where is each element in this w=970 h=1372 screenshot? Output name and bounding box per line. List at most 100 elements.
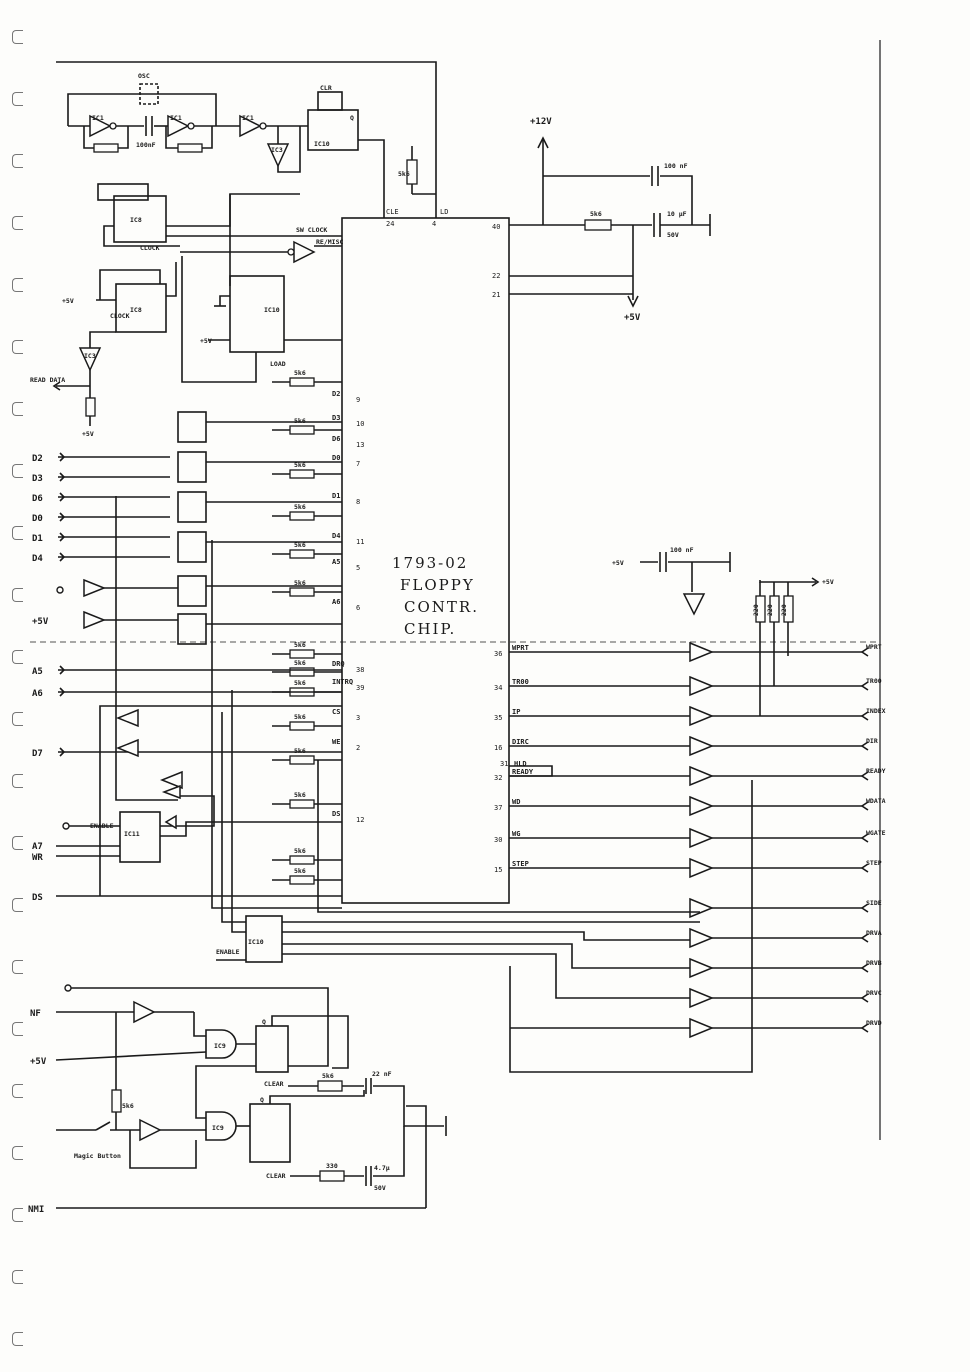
chip-left-pin-sig: D6 <box>332 435 340 443</box>
ff-ic8-mid-clock: CLOCK <box>110 312 130 320</box>
chip-left-pin-sig: D4 <box>332 532 340 540</box>
decoder-ic10-in-a <box>221 712 246 923</box>
chip-left-pin-sig: D3 <box>332 414 340 422</box>
chip-left-pin-num: 7 <box>356 460 360 468</box>
and-gate-2 <box>205 1111 237 1141</box>
binder-hole <box>12 340 23 354</box>
select-driver <box>689 957 714 979</box>
pin40-res-label: 5k6 <box>590 210 602 218</box>
chip-left-pin-num: 38 <box>356 666 364 674</box>
pullup-resistor-value: 5k6 <box>294 847 306 855</box>
pullup-resistor-value: 5k6 <box>294 713 306 721</box>
osc-ic3-label: IC1 <box>242 114 254 122</box>
bus-input-label: D3 <box>32 474 43 484</box>
cap-bypass-value-a: 10 µF <box>667 210 687 218</box>
pullup-resistor <box>289 755 315 765</box>
select-driver-arrow <box>860 963 869 973</box>
chip-left-pin-num: 10 <box>356 420 364 428</box>
chip-left-pin-sig: A6 <box>332 598 340 606</box>
driver-output-label: DIR <box>866 737 878 745</box>
osc-res-2-leads-b <box>202 126 213 149</box>
driver-output-arrow <box>860 741 869 751</box>
chip-right-pin-num: 34 <box>494 684 502 692</box>
chip-top-pin-cle: CLE <box>386 208 399 216</box>
pullup-resistor <box>289 721 315 731</box>
decoder-ic10-out4 <box>282 953 690 999</box>
binder-hole <box>12 836 23 850</box>
chip-line-4: CHIP. <box>404 620 456 638</box>
chip-right-pin-num: 35 <box>494 714 502 722</box>
shift-reg-ic <box>229 275 285 353</box>
cap-b-value: 4.7µ <box>374 1164 390 1172</box>
pin40-resistor <box>584 219 612 231</box>
cap-a-out <box>373 1085 444 1127</box>
chip-left-pin-num: 9 <box>356 396 360 404</box>
cap-c-value: 50V <box>374 1184 386 1192</box>
chip-top-pin-24: 24 <box>386 220 394 228</box>
binder-hole <box>12 1332 23 1346</box>
bus-transceiver <box>177 613 207 645</box>
read-data-res <box>85 397 96 417</box>
bus-transceiver <box>177 531 207 563</box>
select-driver <box>689 927 714 949</box>
and-gate-1 <box>205 1029 237 1059</box>
cap-b-out <box>373 1126 405 1177</box>
driver-cap-value: 100 nF <box>670 546 694 554</box>
bus-input-label: D0 <box>32 514 43 524</box>
plus5-and-input <box>55 1051 207 1061</box>
driver-output-arrow <box>860 863 869 873</box>
bus-input-arrow <box>59 472 66 482</box>
pullup-resistor <box>289 875 315 885</box>
pullup-resistor <box>289 587 315 597</box>
driver-output-label: STEP <box>866 859 882 867</box>
pullup-resistor-value: 5k6 <box>294 679 306 687</box>
bus-input-label: D6 <box>32 494 43 504</box>
plus12-arrow <box>537 136 549 149</box>
res-pack-plus5: +5V <box>822 578 834 586</box>
output-driver <box>689 765 714 787</box>
chip-line-1: 1793-02 <box>392 554 468 572</box>
bottom-loop <box>129 1130 197 1169</box>
decoder-ic10 <box>245 915 283 963</box>
binder-hole <box>12 30 23 44</box>
decoder-ic11 <box>119 811 161 863</box>
chip-left-pin-num: 3 <box>356 714 360 722</box>
top-ld-wire <box>56 61 437 218</box>
chip-left-pin-num: 2 <box>356 744 360 752</box>
shift-reg-plus5: +5V <box>200 337 212 345</box>
osc-ic2-label: IC1 <box>170 114 182 122</box>
pullup-resistor <box>289 649 315 659</box>
ff-ic8-top <box>113 195 167 243</box>
output-driver <box>689 675 714 697</box>
ff-bottom-2-label: Q <box>260 1096 264 1104</box>
read-data-ic-label: IC3 <box>84 352 96 360</box>
pullup-resistor <box>289 469 315 479</box>
driver-output-label: TR00 <box>866 677 882 685</box>
shift-reg-wire-b <box>219 295 230 306</box>
decoder-ic10-in-b <box>231 690 246 933</box>
nf-input-label: NF <box>30 1009 41 1019</box>
ff-bottom-2-top <box>269 1090 365 1104</box>
chip-pin-sig-hld: HLD <box>514 760 527 768</box>
left-buffer <box>83 578 107 598</box>
select-driver <box>689 987 714 1009</box>
wr-input-label: WR <box>32 853 43 863</box>
counter-ic-clr: CLR <box>320 84 332 92</box>
pullup-resistor <box>289 549 315 559</box>
magic-res <box>111 1089 122 1113</box>
ff-bottom-1-top <box>271 1015 349 1069</box>
magic-buffer <box>139 1118 162 1142</box>
chip-pin-num-40: 40 <box>492 223 500 231</box>
addr-input-arrow <box>59 747 66 757</box>
select-driver-label: DRVA <box>866 929 882 937</box>
decoder-out-b <box>160 821 342 837</box>
chip-top-pin-4: 4 <box>432 220 436 228</box>
bus-input-arrow <box>59 552 66 562</box>
driver-output-label: WDATA <box>866 797 886 805</box>
bus-transceiver <box>177 491 207 523</box>
select-driver-label: DRVD <box>866 1019 882 1027</box>
res-pack-v2: 220 <box>766 604 774 616</box>
output-driver <box>689 735 714 757</box>
chip-left-pin-sig: A5 <box>332 558 340 566</box>
chip-left-pin-num: 6 <box>356 604 360 612</box>
